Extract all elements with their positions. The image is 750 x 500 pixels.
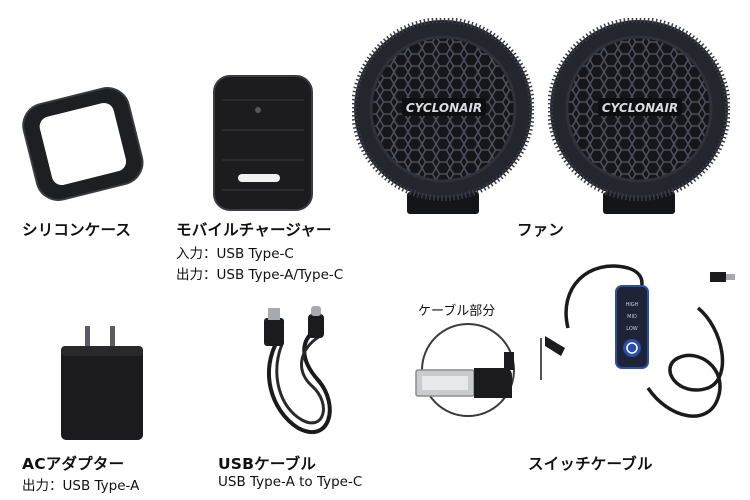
fan-logo-text-right: CYCLONAIR bbox=[602, 101, 678, 115]
silicone-case-image bbox=[15, 82, 160, 207]
switch-cable-image: HIGH MID LOW bbox=[548, 248, 743, 443]
switch-label-high: HIGH bbox=[626, 302, 639, 308]
mobile-charger-image bbox=[208, 70, 318, 215]
fan-image-left: CYCLONAIR bbox=[352, 18, 534, 218]
ac-adapter-output-spec: 出力：USB Type-A bbox=[22, 478, 140, 494]
mobile-charger-output-spec: 出力：USB Type-A/Type-C bbox=[176, 267, 344, 283]
fan-title: ファン bbox=[517, 221, 565, 239]
cable-part-zoom-image bbox=[408, 318, 533, 418]
switch-cable-title: スイッチケーブル bbox=[528, 455, 653, 473]
usb-cable-image bbox=[240, 300, 360, 440]
mobile-charger-input-spec: 入力：USB Type-C bbox=[176, 246, 294, 262]
fan-logo-text-left: CYCLONAIR bbox=[406, 101, 482, 115]
switch-label-low: LOW bbox=[626, 326, 638, 332]
ac-adapter-image bbox=[55, 322, 150, 442]
switch-label-mid: MID bbox=[627, 314, 637, 320]
cable-part-pointer bbox=[525, 330, 570, 390]
silicone-case-title: シリコンケース bbox=[22, 221, 132, 239]
mobile-charger-title: モバイルチャージャー bbox=[176, 221, 332, 239]
fan-image-right: CYCLONAIR bbox=[548, 18, 730, 218]
usb-cable-spec: USB Type-A to Type-C bbox=[218, 474, 363, 490]
ac-adapter-title: ACアダプター bbox=[22, 455, 125, 473]
cable-part-caption: ケーブル部分 bbox=[418, 304, 496, 319]
usb-cable-title: USBケーブル bbox=[218, 455, 317, 473]
